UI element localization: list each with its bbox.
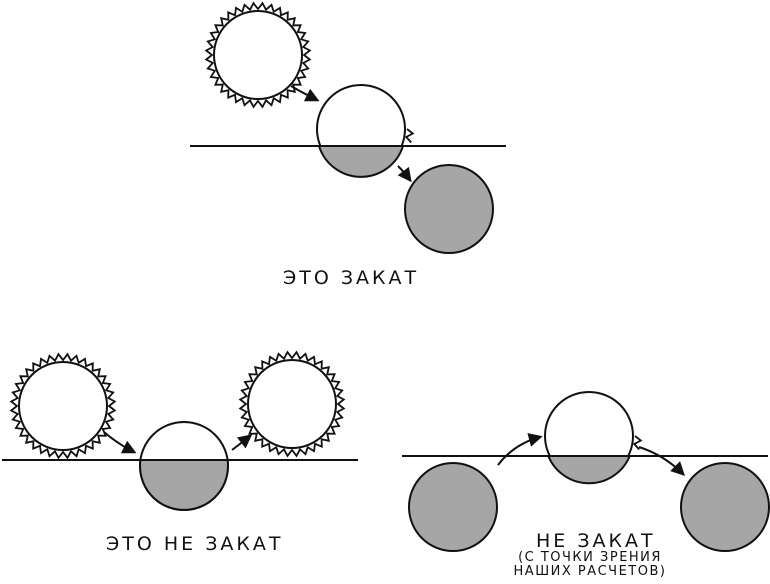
sun-rays — [204, 1, 312, 109]
sun-rays — [404, 128, 415, 144]
sun-rays — [238, 350, 346, 458]
set-sun-disc — [408, 462, 498, 552]
arrow-icon — [638, 446, 685, 476]
sun-icon — [544, 391, 643, 485]
sun-rays — [9, 352, 117, 460]
sun-icon — [204, 1, 312, 109]
arrow-icon — [103, 431, 137, 454]
below-horizon-shade — [139, 459, 229, 511]
below-horizon-shade — [546, 455, 632, 485]
below-horizon-shade — [317, 145, 405, 178]
caption-this-is-not-sunset: ЭТО НЕ ЗАКАТ — [106, 533, 284, 555]
panel-not-sunset-calc — [402, 391, 770, 552]
arrow-icon — [497, 433, 543, 466]
panel-this-is-sunset — [190, 1, 506, 254]
sun-icon — [139, 422, 229, 511]
arrow-icon — [290, 85, 320, 102]
caption-this-is-sunset: ЭТО ЗАКАТ — [283, 267, 420, 289]
note-line-1: (С ТОЧКИ ЗРЕНИЯ — [518, 550, 662, 565]
set-sun-disc — [680, 462, 770, 552]
set-sun-disc — [404, 164, 494, 254]
arrow-icon — [397, 165, 412, 183]
sun-icon — [316, 84, 415, 178]
caption-not-sunset: НЕ ЗАКАТ — [536, 530, 656, 552]
sun-icon — [9, 352, 117, 460]
arrow-icon — [231, 434, 253, 451]
sun-rays — [632, 435, 643, 451]
caption-calc-note: (С ТОЧКИ ЗРЕНИЯ НАШИХ РАСЧЕТОВ) — [505, 551, 675, 579]
panel-not-sunset — [2, 350, 358, 511]
note-line-2: НАШИХ РАСЧЕТОВ) — [513, 564, 667, 579]
sun-icon — [238, 350, 346, 458]
